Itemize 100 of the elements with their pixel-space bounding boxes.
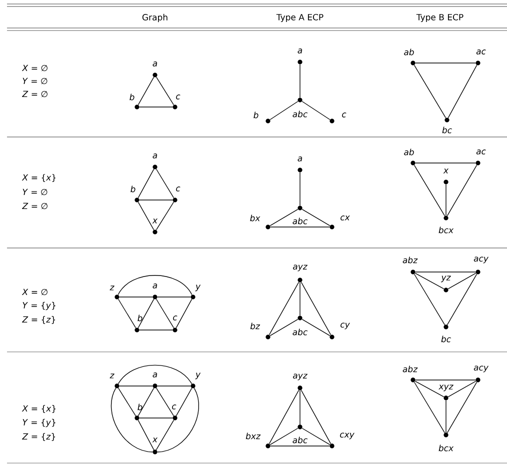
graph-edge (414, 274, 446, 326)
vertex-label: abc (292, 436, 308, 444)
graph-edge (156, 202, 174, 230)
set-condition: X = ∅ (22, 288, 48, 296)
vertex-label: y (195, 372, 201, 380)
graph-edge (138, 168, 154, 198)
column-header: Type B ECP (416, 14, 464, 22)
set-condition: Z = {z} (22, 433, 56, 441)
vertex-label: cxy (340, 432, 354, 440)
vertex-label: yz (441, 276, 451, 282)
vertex-label: bc (442, 126, 452, 134)
graph-edge (415, 162, 476, 164)
graph-edge (414, 164, 446, 216)
vertex-label: a (152, 62, 158, 66)
vertex-label: ab (404, 48, 414, 56)
vertex-label: ac (476, 150, 486, 154)
vertex-label: ab (404, 148, 414, 156)
vertex-label: acy (474, 256, 489, 264)
set-condition: Z = {z} (22, 316, 56, 324)
vertex-label: acy (474, 366, 489, 372)
vertex-label: ac (476, 50, 486, 54)
graph-edge (111, 388, 153, 452)
graph-edge (414, 382, 446, 434)
graph-edge (302, 318, 330, 336)
graph-edge (118, 298, 136, 328)
graph-edge (270, 101, 298, 120)
vertex-label: c (173, 316, 178, 320)
set-condition: Z = ∅ (22, 202, 48, 210)
set-condition: Y = {y} (22, 302, 56, 310)
graph-edge (138, 388, 154, 416)
graph-edge (448, 380, 476, 398)
graph-edge (138, 420, 154, 450)
graph-edge (268, 390, 300, 444)
vertex-label: bxz (246, 432, 261, 440)
vertex-label: z (110, 374, 114, 378)
graph-edge (270, 428, 298, 446)
vertex-label: y (195, 284, 201, 292)
graph-edge (414, 380, 444, 398)
set-condition: Y = {y} (22, 418, 56, 428)
vertex-label: b (254, 112, 258, 118)
graph-edge (446, 274, 478, 326)
set-condition: X = ∅ (22, 64, 48, 72)
vertex-label: ayz (293, 374, 308, 380)
vertex-label: x (443, 168, 449, 174)
vertex-label: bcx (438, 226, 454, 234)
graph-edge (270, 208, 298, 226)
graph-edge (300, 282, 332, 336)
graph-edge (138, 202, 154, 230)
graph-edge (300, 390, 332, 444)
vertex-label: c (176, 94, 180, 100)
vertex-label: bcx (438, 444, 454, 452)
graph-edge (302, 428, 330, 446)
graph-edge (270, 318, 298, 336)
vertex-label: cx (340, 216, 350, 220)
column-header: Graph (142, 14, 168, 22)
column-header: Type A ECP (276, 14, 324, 22)
graph-edge (118, 364, 192, 384)
graph-edge (270, 226, 330, 228)
vertex-label: a (298, 156, 302, 162)
graph-edge (176, 388, 192, 416)
vertex-label: a (298, 48, 302, 54)
vertex-label: a (152, 284, 158, 288)
vertex-label: c (342, 112, 346, 118)
vertex-label: bc (441, 336, 451, 342)
vertex-label: b (138, 404, 142, 410)
vertex-label: xyz (438, 384, 454, 392)
graph-edge (138, 76, 154, 106)
graph-edge (448, 64, 478, 118)
vertex-label: abc (292, 218, 308, 224)
set-condition: Z = ∅ (22, 90, 48, 98)
vertex-label: b (130, 94, 134, 100)
set-condition: Y = ∅ (22, 78, 48, 84)
graph-edge (414, 272, 444, 290)
graph-edge (446, 164, 478, 216)
graph-edge (268, 282, 300, 336)
graph-edge (119, 296, 153, 298)
vertex-label: c (176, 186, 180, 192)
vertex-label: z (110, 286, 114, 290)
graph-edge (448, 272, 476, 290)
vertex-label: a (152, 154, 158, 158)
graph-edge (415, 62, 476, 64)
graph-edge (157, 388, 199, 452)
graph-edge (302, 101, 330, 120)
vertex-label: b (138, 314, 142, 322)
vertex-label: abc (292, 328, 308, 336)
vertex-label: a (152, 372, 158, 378)
graph-edge (118, 274, 192, 296)
vertex-label: x (152, 218, 158, 224)
vertex-label: abz (402, 256, 418, 264)
vertex-label: bz (250, 322, 260, 330)
graph-edge (156, 420, 174, 450)
vertex-label: ayz (293, 264, 308, 272)
graph-edge (156, 76, 174, 106)
graph-edge (414, 64, 446, 118)
vertex-label: b (130, 186, 136, 192)
vertex-label: x (152, 438, 158, 442)
graph-edge (138, 298, 154, 328)
vertex-label: abz (402, 366, 418, 372)
set-condition: Y = ∅ (22, 188, 48, 196)
vertex-label: cy (340, 322, 350, 330)
